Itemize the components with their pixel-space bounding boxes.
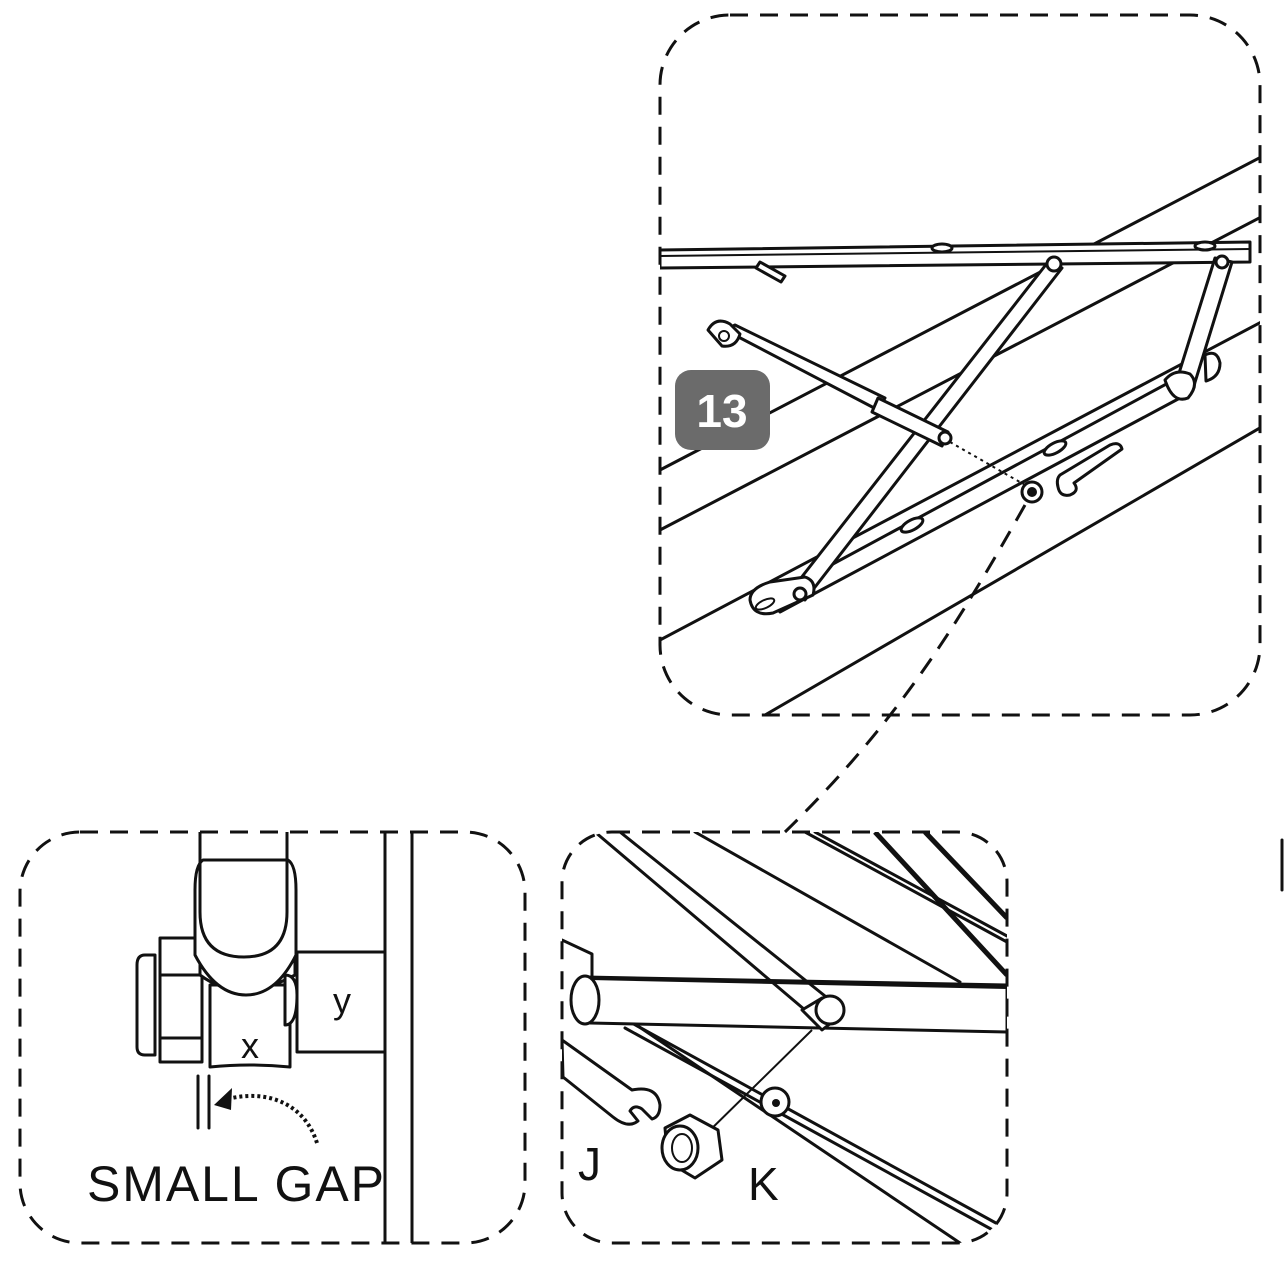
wrench-icon — [562, 1038, 662, 1126]
part-x-label: x — [241, 1025, 259, 1066]
detail-connector-line — [783, 504, 1027, 834]
step-number-badge: 13 — [675, 370, 770, 450]
frame-drawing — [660, 153, 1260, 715]
hardware-detail-panel: J K — [560, 830, 1009, 1245]
step-number: 13 — [696, 385, 747, 437]
nut-label-k: K — [748, 1158, 779, 1210]
gap-arrow — [231, 1093, 319, 1144]
hardware-detail-dashed-frame — [560, 830, 1009, 1245]
nut-icon — [660, 1113, 724, 1180]
small-gap-label: SMALL GAP — [87, 1156, 384, 1212]
main-view-dashed-frame — [658, 13, 1262, 717]
main-view-panel — [658, 13, 1262, 717]
gap-detail-panel: x y SMALL GAP — [18, 830, 527, 1245]
part-x-block — [208, 983, 292, 1069]
part-y-label: y — [333, 980, 351, 1021]
wrench-label-j: J — [578, 1138, 601, 1190]
gap-detail-dashed-frame — [18, 830, 527, 1245]
